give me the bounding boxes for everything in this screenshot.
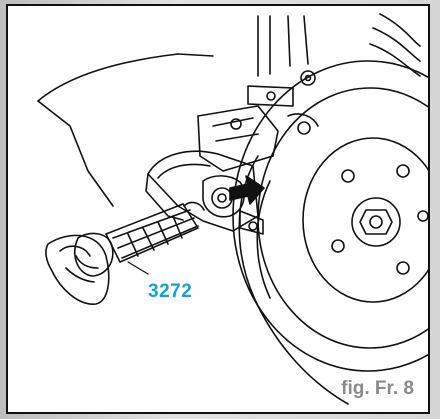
tool-callout-label: 3272	[148, 281, 193, 302]
steering-knuckle	[197, 105, 319, 172]
fender-outline	[37, 53, 214, 207]
callout-leader-line	[127, 261, 149, 275]
direction-arrow	[229, 175, 265, 205]
piston-retractor-tool	[45, 201, 205, 305]
figure-frame: 3272 fig. Fr. 8	[6, 4, 430, 414]
brake-caliper-illustration	[37, 13, 428, 405]
suspension-strut	[247, 13, 421, 107]
brake-disc	[232, 60, 428, 372]
brake-caliper	[145, 150, 264, 235]
figure-caption: fig. Fr. 8	[341, 378, 414, 399]
